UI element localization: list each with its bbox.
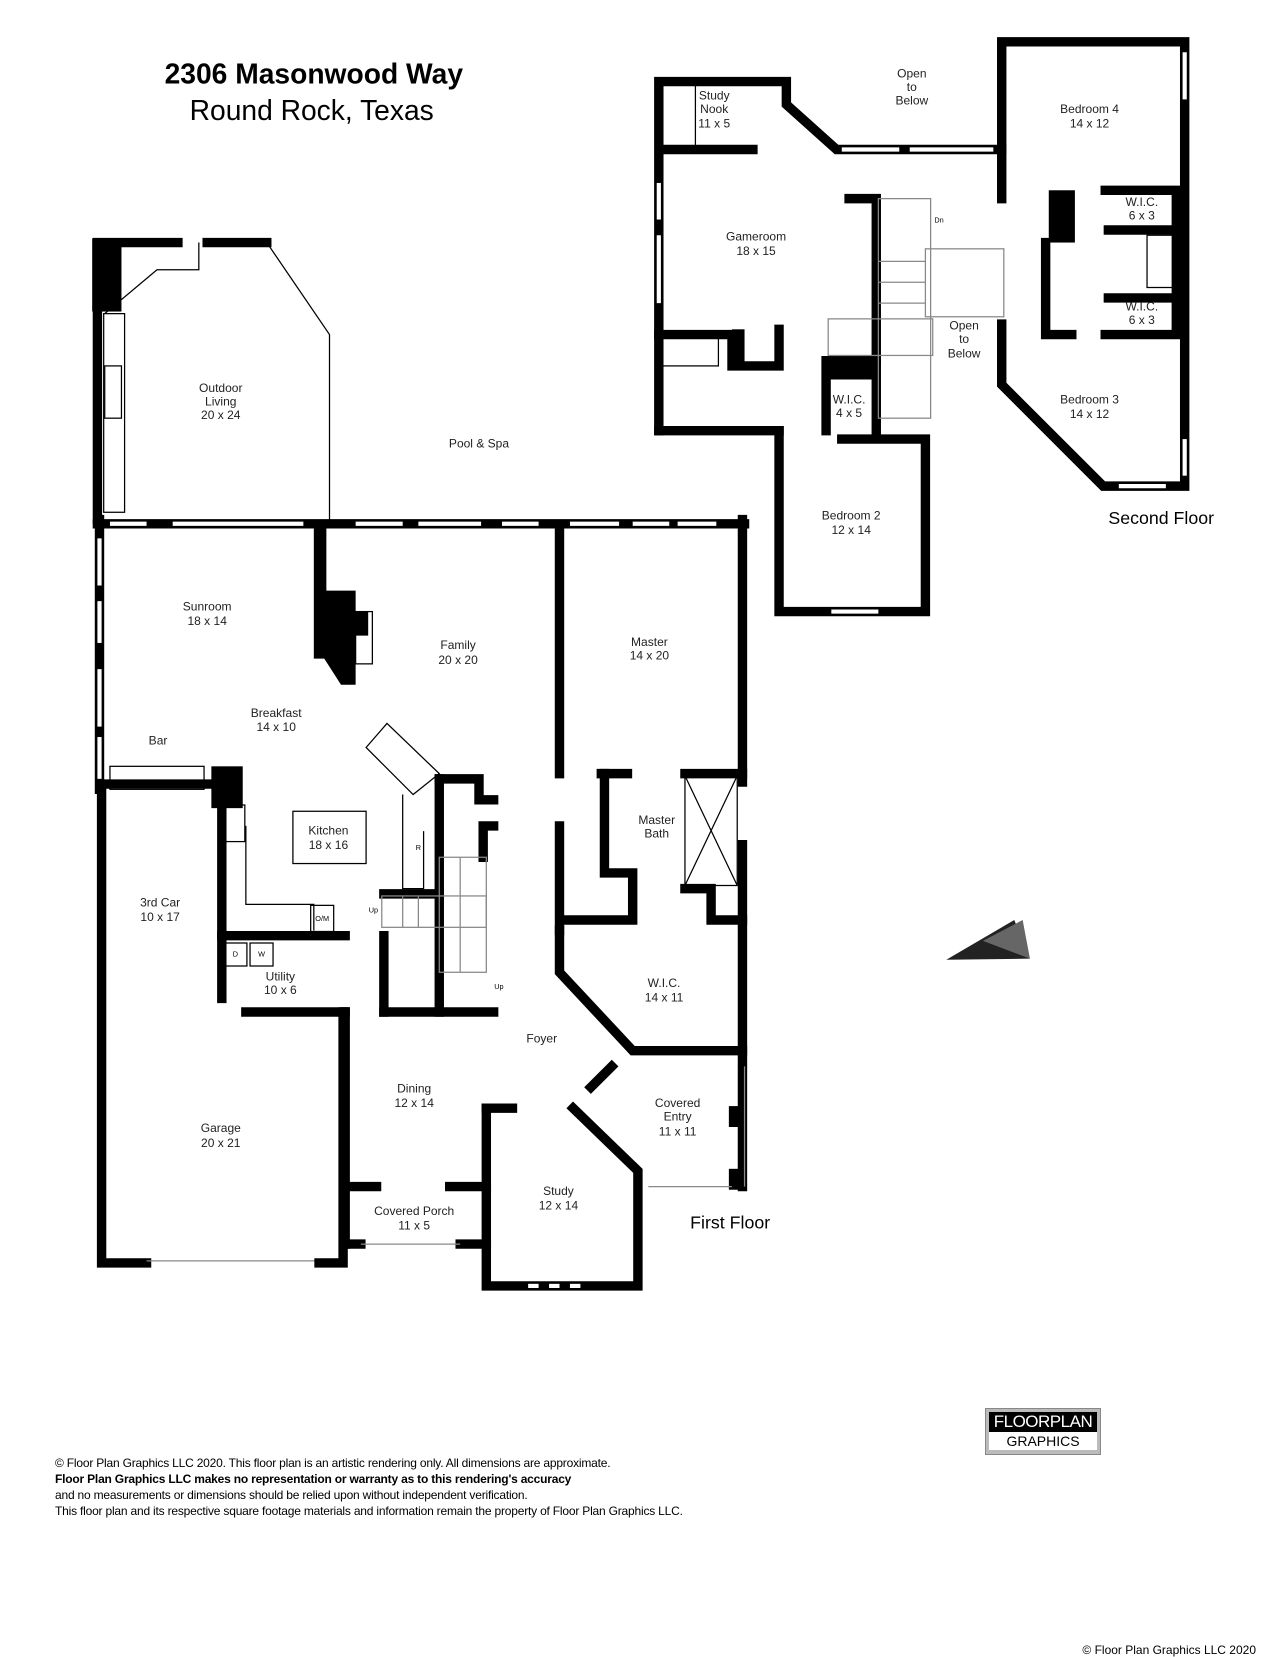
room-garage: Garage <box>201 1121 241 1135</box>
oven-micro-label: O/M <box>315 914 329 923</box>
open-to-below-2b: to <box>959 332 969 346</box>
room-wic-b-dims: 6 x 3 <box>1129 313 1155 327</box>
stairs-down-label: Dn <box>934 216 943 225</box>
room-garage-dims: 20 x 21 <box>201 1136 241 1150</box>
city-subtitle: Round Rock, Texas <box>190 94 434 126</box>
room-wic-small-dims: 4 x 5 <box>836 406 862 420</box>
room-bedroom-2: Bedroom 2 <box>822 509 881 523</box>
room-study-nook: Study <box>699 88 730 102</box>
first-floor-walls: F/P O/M D W R Up Up <box>92 237 750 1291</box>
room-breakfast: Breakfast <box>251 706 302 720</box>
fireplace <box>313 519 369 685</box>
room-kitchen: Kitchen <box>308 823 348 837</box>
room-covered-entry: Covered <box>655 1096 700 1110</box>
room-master: Master <box>631 635 668 649</box>
room-family: Family <box>440 638 475 652</box>
room-family-dims: 20 x 20 <box>438 653 478 667</box>
room-gameroom-dims: 18 x 15 <box>736 244 776 258</box>
floorplan-graphics-logo: FLOORPLAN GRAPHICS <box>985 1408 1101 1455</box>
room-utility-dims: 10 x 6 <box>264 983 297 997</box>
room-study-nook-dims: 11 x 5 <box>698 117 730 131</box>
room-dining: Dining <box>397 1082 431 1096</box>
room-breakfast-dims: 14 x 10 <box>256 720 296 734</box>
room-outdoor-living-2: Living <box>205 395 236 409</box>
first-floor-label: First Floor <box>690 1212 770 1232</box>
stairs-up-label: Up <box>369 906 378 915</box>
room-covered-porch-dims: 11 x 5 <box>398 1218 430 1232</box>
room-sunroom-dims: 18 x 14 <box>187 614 227 628</box>
copyright: © Floor Plan Graphics LLC 2020 <box>1082 1643 1256 1657</box>
room-study-dims: 12 x 14 <box>539 1199 579 1213</box>
second-floor-labels: Study Nook 11 x 5 Open to Below Bedroom … <box>698 66 1214 537</box>
first-floor-labels: Outdoor Living 20 x 24 Pool & Spa Sunroo… <box>140 381 770 1232</box>
open-to-below-1c: Below <box>895 94 928 108</box>
room-covered-entry-2: Entry <box>664 1110 692 1124</box>
disclaimer-line-1: © Floor Plan Graphics LLC 2020. This flo… <box>55 1456 611 1470</box>
room-3rd-car-dims: 10 x 17 <box>140 910 180 924</box>
room-master-bath-2: Bath <box>644 826 669 840</box>
room-study-nook-2: Nook <box>700 102 729 116</box>
room-master-bath: Master <box>638 813 675 827</box>
logo-line-1: FLOORPLAN <box>989 1412 1097 1432</box>
room-covered-entry-dims: 11 x 11 <box>659 1124 697 1138</box>
room-study: Study <box>543 1184 574 1198</box>
room-utility: Utility <box>266 970 295 984</box>
room-outdoor-living-dims: 20 x 24 <box>201 408 241 422</box>
room-outdoor-living: Outdoor <box>199 381 242 395</box>
room-sunroom: Sunroom <box>183 600 232 614</box>
room-master-dims: 14 x 20 <box>630 649 670 663</box>
address-title: 2306 Masonwood Way <box>165 58 464 90</box>
room-3rd-car: 3rd Car <box>140 895 180 909</box>
room-bedroom-3: Bedroom 3 <box>1060 393 1119 407</box>
room-pool-spa: Pool & Spa <box>449 436 509 450</box>
kitchen-island <box>292 810 367 865</box>
room-gameroom: Gameroom <box>726 229 786 243</box>
open-to-below-1b: to <box>907 80 917 94</box>
room-bedroom-4: Bedroom 4 <box>1060 102 1119 116</box>
room-bedroom-4-dims: 14 x 12 <box>1070 117 1110 131</box>
disclaimer-line-2: Floor Plan Graphics LLC makes no represe… <box>55 1472 572 1486</box>
open-to-below-2: Open <box>949 318 978 332</box>
room-covered-porch: Covered Porch <box>374 1204 454 1218</box>
room-wic-small: W.I.C. <box>833 393 866 407</box>
outdoor-fireplace <box>92 238 122 312</box>
room-master-wic: W.I.C. <box>648 976 681 990</box>
logo-line-2: GRAPHICS <box>989 1432 1097 1450</box>
fireplace-label: F/P <box>337 631 348 640</box>
room-wic-b: W.I.C. <box>1125 300 1158 314</box>
room-bedroom-3-dims: 14 x 12 <box>1070 407 1110 421</box>
disclaimer-line-4: This floor plan and its respective squar… <box>55 1504 683 1518</box>
washer-label: W <box>258 950 265 959</box>
room-dining-dims: 12 x 14 <box>394 1096 434 1110</box>
disclaimer-line-3: and no measurements or dimensions should… <box>55 1488 528 1502</box>
room-kitchen-dims: 18 x 16 <box>309 838 349 852</box>
stairs-up-label-2: Up <box>494 982 503 991</box>
dryer-label: D <box>233 950 238 959</box>
north-compass-icon <box>946 920 1030 960</box>
room-bedroom-2-dims: 12 x 14 <box>831 523 871 537</box>
room-wic-a: W.I.C. <box>1125 195 1158 209</box>
second-floor-label: Second Floor <box>1108 508 1214 528</box>
second-floor-walls: Dn <box>654 37 1190 617</box>
room-wic-a-dims: 6 x 3 <box>1129 209 1155 223</box>
room-foyer: Foyer <box>526 1031 557 1045</box>
fridge-label: R <box>416 843 421 852</box>
open-to-below-1: Open <box>897 66 926 80</box>
open-to-below-2c: Below <box>948 347 981 361</box>
room-master-wic-dims: 14 x 11 <box>645 991 684 1005</box>
room-bar: Bar <box>149 733 168 747</box>
